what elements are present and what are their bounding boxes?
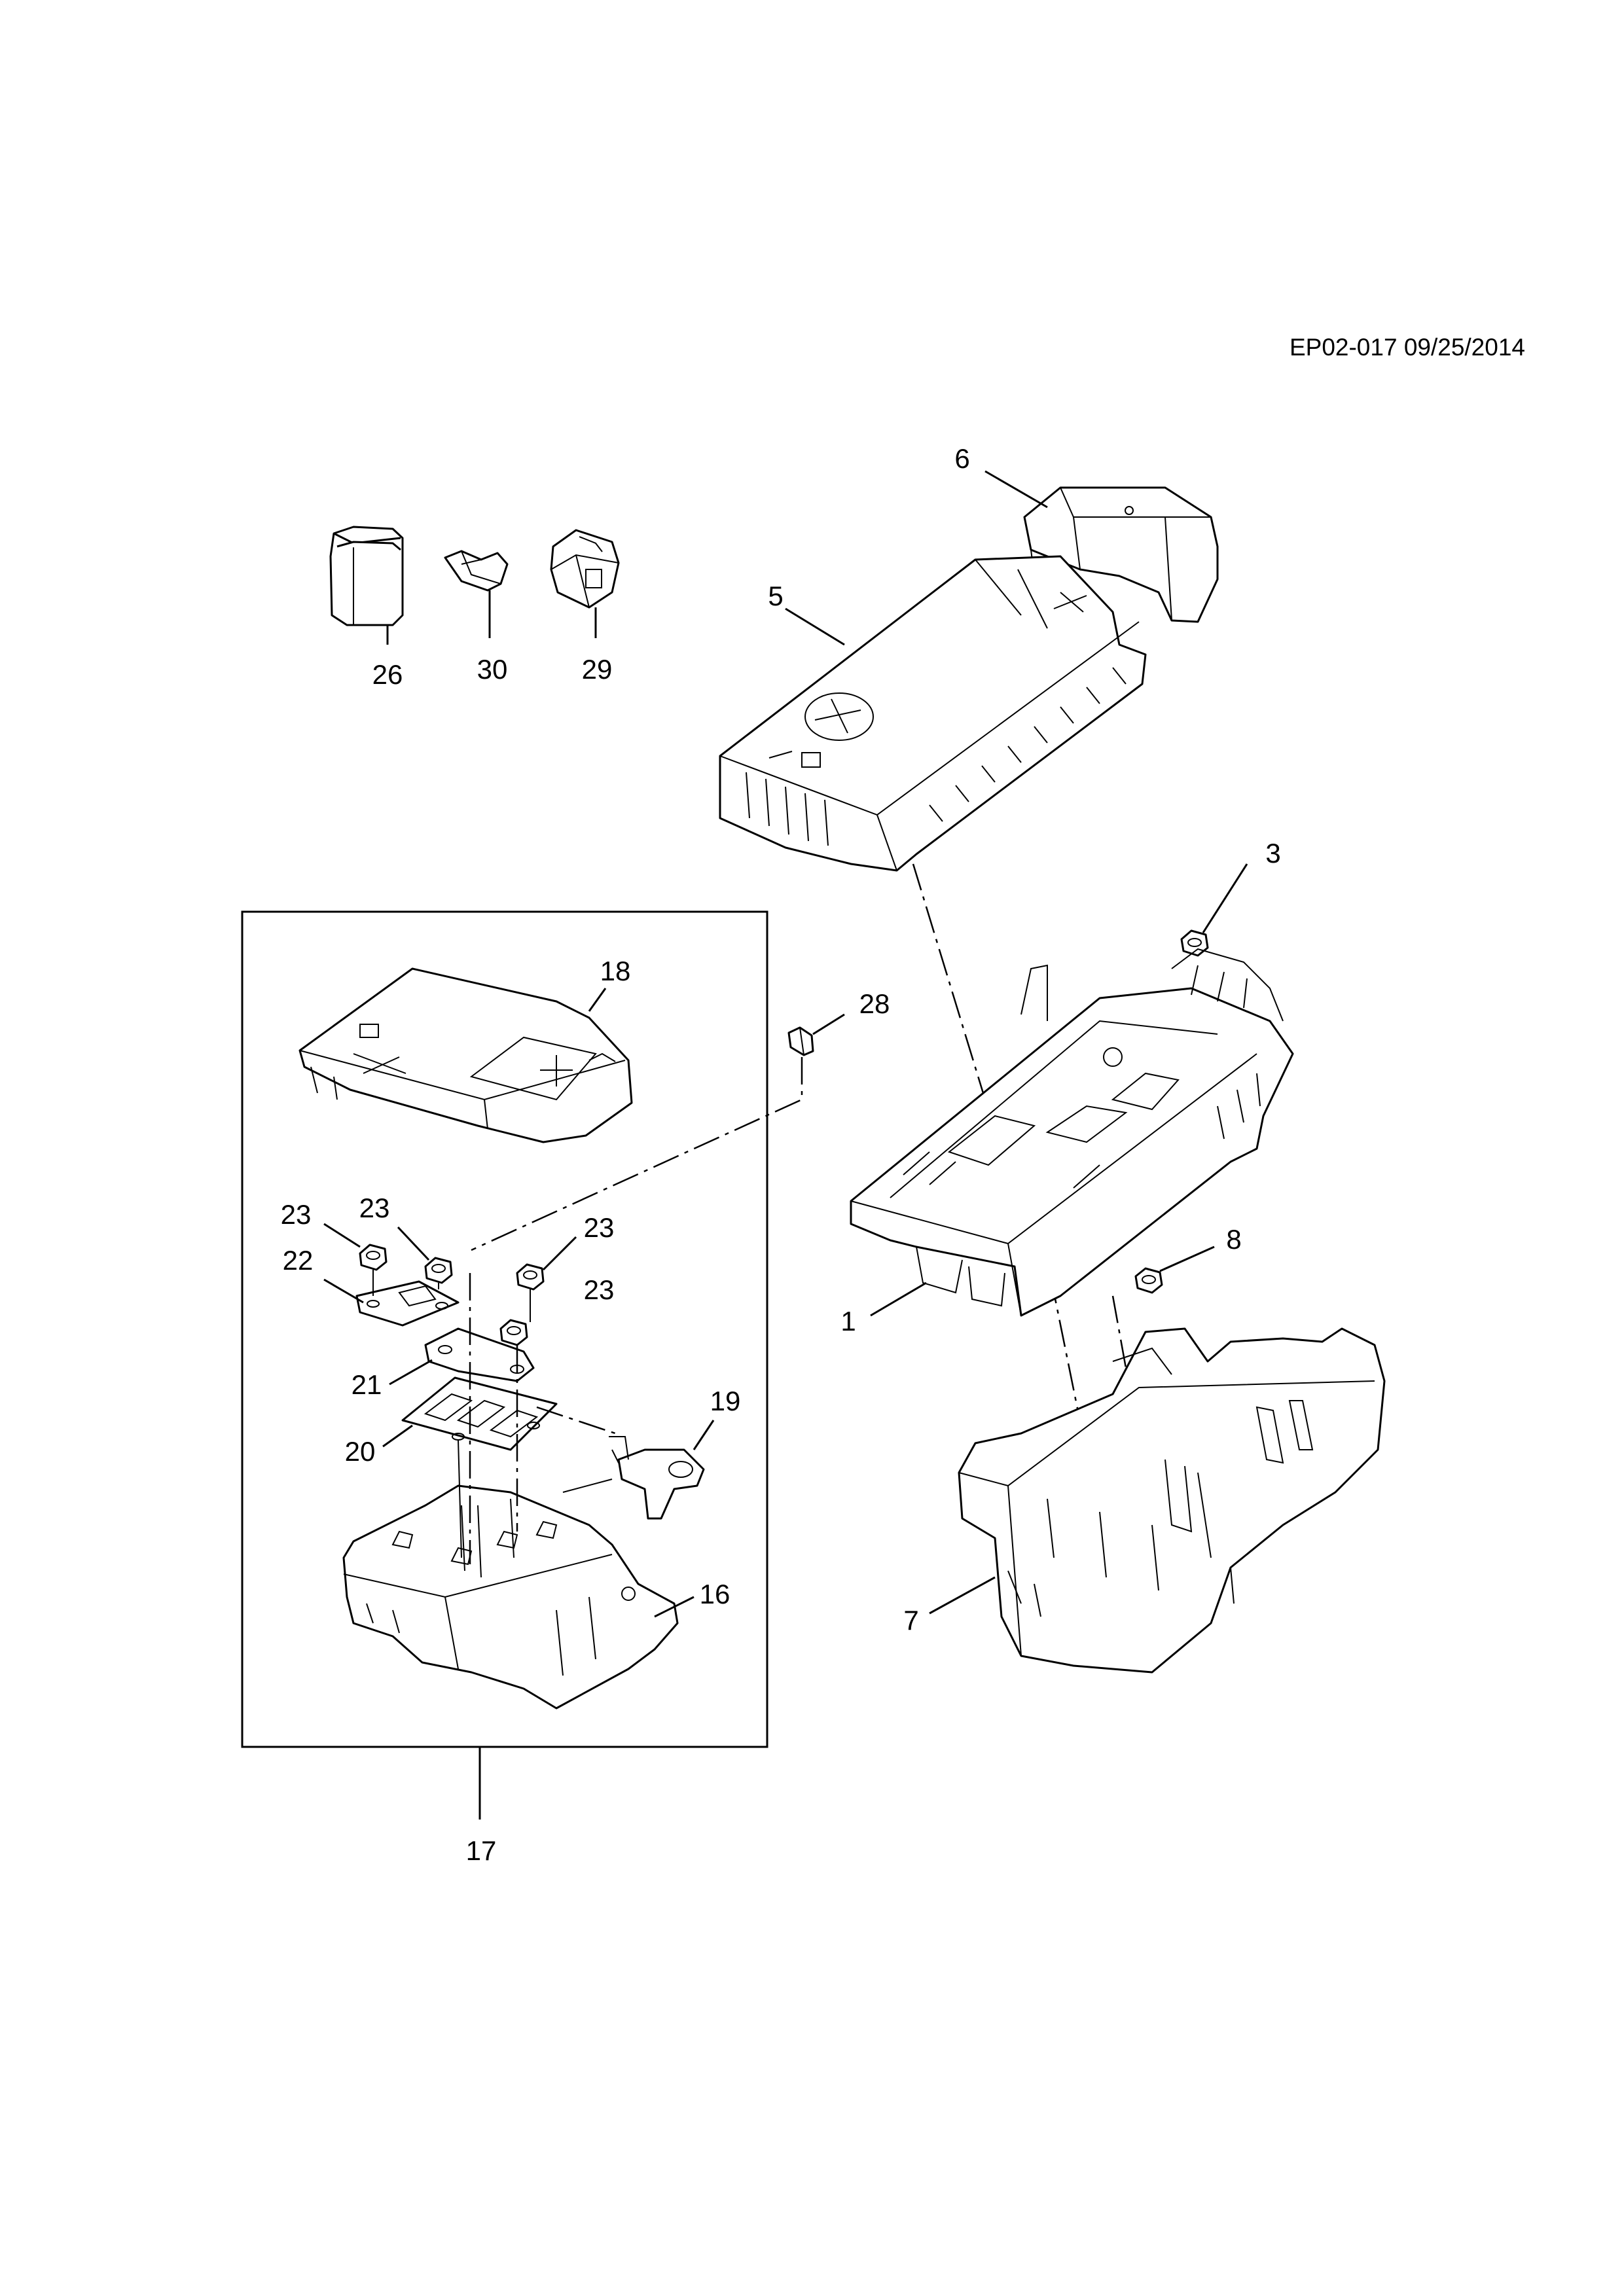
part-23-nut-c[interactable]: [516, 1263, 545, 1291]
part-18-terminal-cover[interactable]: [298, 967, 633, 1143]
alignment-line-inset-3: [536, 1406, 616, 1435]
callout-21: 21: [352, 1369, 382, 1400]
callout-19: 19: [710, 1386, 741, 1416]
callout-23d: 23: [584, 1274, 615, 1305]
callout-23a: 23: [281, 1199, 312, 1230]
callout-18: 18: [600, 956, 631, 986]
stud-line-5: [562, 1479, 613, 1493]
part-19-terminal-clamp[interactable]: [609, 1436, 705, 1520]
leader-19: [693, 1420, 715, 1450]
callout-7: 7: [903, 1605, 918, 1636]
callout-30: 30: [477, 654, 508, 685]
callout-16: 16: [700, 1579, 731, 1609]
leader-3: [1202, 863, 1248, 933]
leader-6: [984, 470, 1048, 509]
callout-23b: 23: [359, 1193, 390, 1223]
leader-23b: [397, 1226, 430, 1261]
alignment-line-5-1: [912, 863, 1022, 1218]
document-reference: EP02-017 09/25/2014: [1290, 334, 1525, 361]
leader-21: [389, 1359, 433, 1386]
part-28-clip[interactable]: [787, 1026, 814, 1056]
kit-17-inset-frame: [241, 910, 768, 1748]
callout-8: 8: [1226, 1224, 1241, 1255]
leader-8: [1159, 1246, 1215, 1272]
part-6-end-cover[interactable]: [1023, 486, 1219, 623]
leader-7: [929, 1576, 996, 1615]
part-29-relay[interactable]: [550, 529, 620, 609]
part-16-terminal-base[interactable]: [342, 1484, 679, 1710]
callout-20: 20: [345, 1436, 376, 1467]
part-23-nut-a[interactable]: [359, 1244, 388, 1271]
leader-23a: [323, 1223, 361, 1248]
callout-6: 6: [954, 443, 969, 474]
callout-3: 3: [1265, 838, 1280, 869]
leader-16: [654, 1596, 695, 1618]
part-20-fuse-strip[interactable]: [401, 1376, 558, 1451]
part-8-nut[interactable]: [1134, 1267, 1163, 1294]
callout-23c: 23: [584, 1212, 615, 1243]
part-22-busbar[interactable]: [355, 1280, 460, 1327]
part-23-nut-b[interactable]: [424, 1257, 453, 1284]
part-26-maxi-fuse[interactable]: [329, 526, 404, 626]
leader-1: [870, 1282, 927, 1317]
callout-1: 1: [840, 1306, 856, 1336]
leader-5: [785, 607, 845, 646]
leader-20: [382, 1424, 413, 1448]
leader-23c: [542, 1236, 577, 1271]
leader-28: [812, 1013, 845, 1035]
alignment-line-28: [471, 1057, 803, 1251]
callout-22: 22: [283, 1245, 314, 1276]
part-7-lower-housing[interactable]: [958, 1327, 1386, 1674]
part-23-nut-d[interactable]: [499, 1319, 528, 1346]
leader-22: [323, 1278, 364, 1304]
part-1-fuse-block[interactable]: [850, 948, 1294, 1317]
callout-28: 28: [859, 988, 890, 1019]
callout-5: 5: [768, 581, 783, 611]
part-5-fuse-box-cover[interactable]: [719, 555, 1147, 872]
callout-17: 17: [466, 1835, 497, 1866]
stud-line-4: [458, 1439, 462, 1558]
part-30-blade-fuse[interactable]: [444, 550, 509, 592]
callout-26: 26: [372, 659, 403, 690]
leader-18: [588, 988, 607, 1012]
callout-29: 29: [582, 654, 613, 685]
